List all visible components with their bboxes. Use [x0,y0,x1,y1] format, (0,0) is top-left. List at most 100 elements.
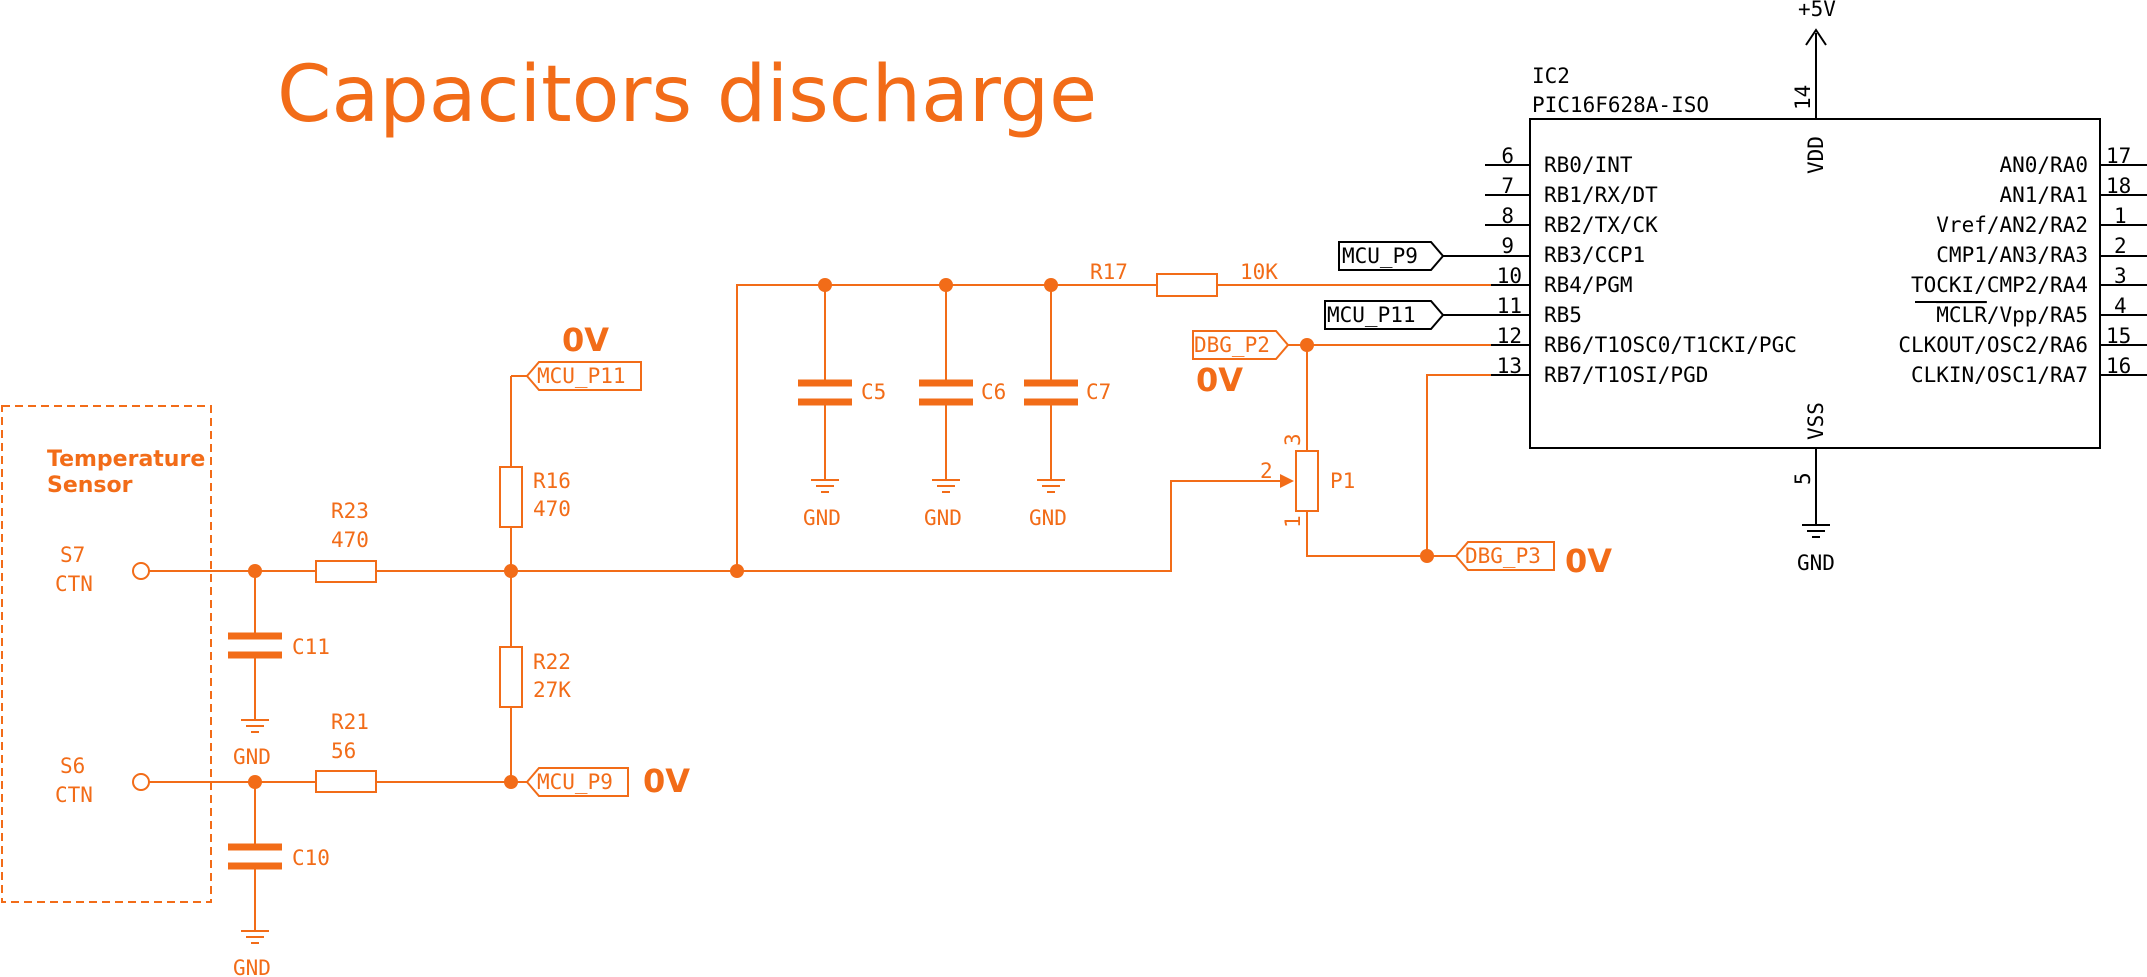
svg-text:TOCKI/CMP2/RA4: TOCKI/CMP2/RA4 [1911,273,2088,297]
svg-text:2: 2 [2114,234,2127,258]
voltage-annotation-dbg-p2: 0V [1196,361,1243,399]
s7-terminal [132,562,150,580]
svg-text:Vref/AN2/RA2: Vref/AN2/RA2 [1936,213,2088,237]
svg-text:GND: GND [924,506,962,530]
svg-text:R23: R23 [331,499,369,523]
resistor-r21: R21 56 [315,710,377,793]
svg-text:27K: 27K [533,678,571,702]
vss-pin-number: 5 [1791,472,1815,485]
ic-part: PIC16F628A-ISO [1532,93,1709,117]
net-label-mcu-p9-left: MCU_P9 [525,767,629,797]
svg-text:11: 11 [1497,294,1522,318]
resistor-r23: R23 470 [315,499,377,583]
vdd-pin-number: 14 [1791,85,1815,110]
svg-text:C7: C7 [1086,380,1111,404]
svg-text:MCLR/Vpp/RA5: MCLR/Vpp/RA5 [1936,303,2088,327]
svg-text:RB0/INT: RB0/INT [1544,153,1633,177]
svg-text:AN1/RA1: AN1/RA1 [1999,183,2088,207]
net-label-mcu-p11-ic: MCU_P11 [1324,300,1491,330]
svg-text:9: 9 [1501,234,1514,258]
junction-dots [248,278,1434,789]
voltage-annotation-dbg-p3: 0V [1565,542,1612,580]
ic-right-pins: AN0/RA0 17 AN1/RA1 18 Vref/AN2/RA2 1 CMP… [1898,144,2131,387]
svg-text:13: 13 [1497,354,1522,378]
temperature-sensor-block: Temperature Sensor S7 CTN S6 CTN [1,405,212,903]
net-label-mcu-p9-ic: MCU_P9 [1338,241,1491,271]
svg-text:CLKIN/OSC1/RA7: CLKIN/OSC1/RA7 [1911,363,2088,387]
svg-text:GND: GND [233,745,271,769]
sensor-title-line1: Temperature [47,447,205,472]
svg-text:7: 7 [1501,174,1514,198]
svg-text:RB3/CCP1: RB3/CCP1 [1544,243,1645,267]
svg-text:RB4/PGM: RB4/PGM [1544,273,1633,297]
svg-text:CLKOUT/OSC2/RA6: CLKOUT/OSC2/RA6 [1898,333,2088,357]
svg-text:R16: R16 [533,469,571,493]
svg-text:AN0/RA0: AN0/RA0 [1999,153,2088,177]
svg-text:C11: C11 [292,635,330,659]
gnd-symbol-c10: GND [233,930,271,977]
resistor-r16: R16 470 [499,466,571,528]
svg-text:470: 470 [533,497,571,521]
svg-text:MCU_P9: MCU_P9 [1342,244,1418,268]
svg-text:8: 8 [1501,204,1514,228]
svg-text:R21: R21 [331,710,369,734]
svg-text:GND: GND [1029,506,1067,530]
svg-text:MCU_P11: MCU_P11 [537,364,626,388]
capacitor-c6: C6 [919,379,1006,406]
svg-text:C5: C5 [861,380,886,404]
svg-text:2: 2 [1260,459,1273,483]
svg-text:DBG_P3: DBG_P3 [1465,544,1541,568]
svg-text:MCU_P11: MCU_P11 [1327,303,1416,327]
svg-text:4: 4 [2114,294,2127,318]
s6-terminal [132,773,150,791]
svg-text:RB7/T1OSI/PGD: RB7/T1OSI/PGD [1544,363,1708,387]
vdd-pin-name: VDD [1804,136,1828,174]
capacitor-c11: C11 [228,632,330,659]
potentiometer-p1: P1 2 3 1 [1260,433,1355,528]
gnd-symbol-c11: GND [233,719,271,769]
svg-text:1: 1 [1281,515,1305,528]
svg-text:RB6/T1OSC0/T1CKI/PGC: RB6/T1OSC0/T1CKI/PGC [1544,333,1797,357]
svg-text:1: 1 [2114,204,2127,228]
gnd-symbol-c7: GND [1029,479,1067,530]
svg-text:17: 17 [2106,144,2131,168]
capacitor-c7: C7 [1024,379,1111,406]
svg-text:MCU_P9: MCU_P9 [537,770,613,794]
svg-text:12: 12 [1497,324,1522,348]
net-label-dbg-p3: DBG_P3 [1454,541,1555,571]
voltage-annotation-mcu-p9: 0V [643,762,690,800]
svg-text:GND: GND [233,956,271,977]
ic-ref: IC2 [1532,64,1570,88]
svg-text:18: 18 [2106,174,2131,198]
net-label-mcu-p11-left: MCU_P11 [525,361,642,391]
capacitor-c10: C10 [228,843,330,870]
vcc-label: +5V [1798,0,1836,21]
ic2-microcontroller: IC2 PIC16F628A-ISO +5V 14 VDD GND 5 VSS … [1485,0,2147,575]
svg-text:16: 16 [2106,354,2131,378]
s7-label: S7 [60,543,85,567]
sensor-dashed-frame [1,405,212,903]
svg-text:DBG_P2: DBG_P2 [1194,333,1270,357]
svg-text:R17: R17 [1090,260,1128,284]
vss-pin-name: VSS [1804,402,1828,440]
svg-text:10K: 10K [1240,260,1278,284]
gnd-label-ic: GND [1797,551,1835,575]
gnd-symbol-c6: GND [924,479,962,530]
svg-text:470: 470 [331,528,369,552]
resistor-r22: R22 27K [499,646,571,708]
voltage-annotation-mcu-p11: 0V [562,321,609,359]
svg-text:3: 3 [2114,264,2127,288]
svg-text:C6: C6 [981,380,1006,404]
resistor-r17: R17 10K [1090,260,1278,297]
svg-text:6: 6 [1501,144,1514,168]
page-title: Capacitors discharge [277,50,1097,140]
wires [149,284,1491,931]
s6-label: S6 [60,754,85,778]
svg-text:3: 3 [1281,433,1305,446]
svg-text:CMP1/AN3/RA3: CMP1/AN3/RA3 [1936,243,2088,267]
svg-text:RB5: RB5 [1544,303,1582,327]
svg-text:RB1/RX/DT: RB1/RX/DT [1544,183,1658,207]
svg-text:R22: R22 [533,650,571,674]
s7-type: CTN [55,572,93,596]
svg-text:10: 10 [1497,264,1522,288]
